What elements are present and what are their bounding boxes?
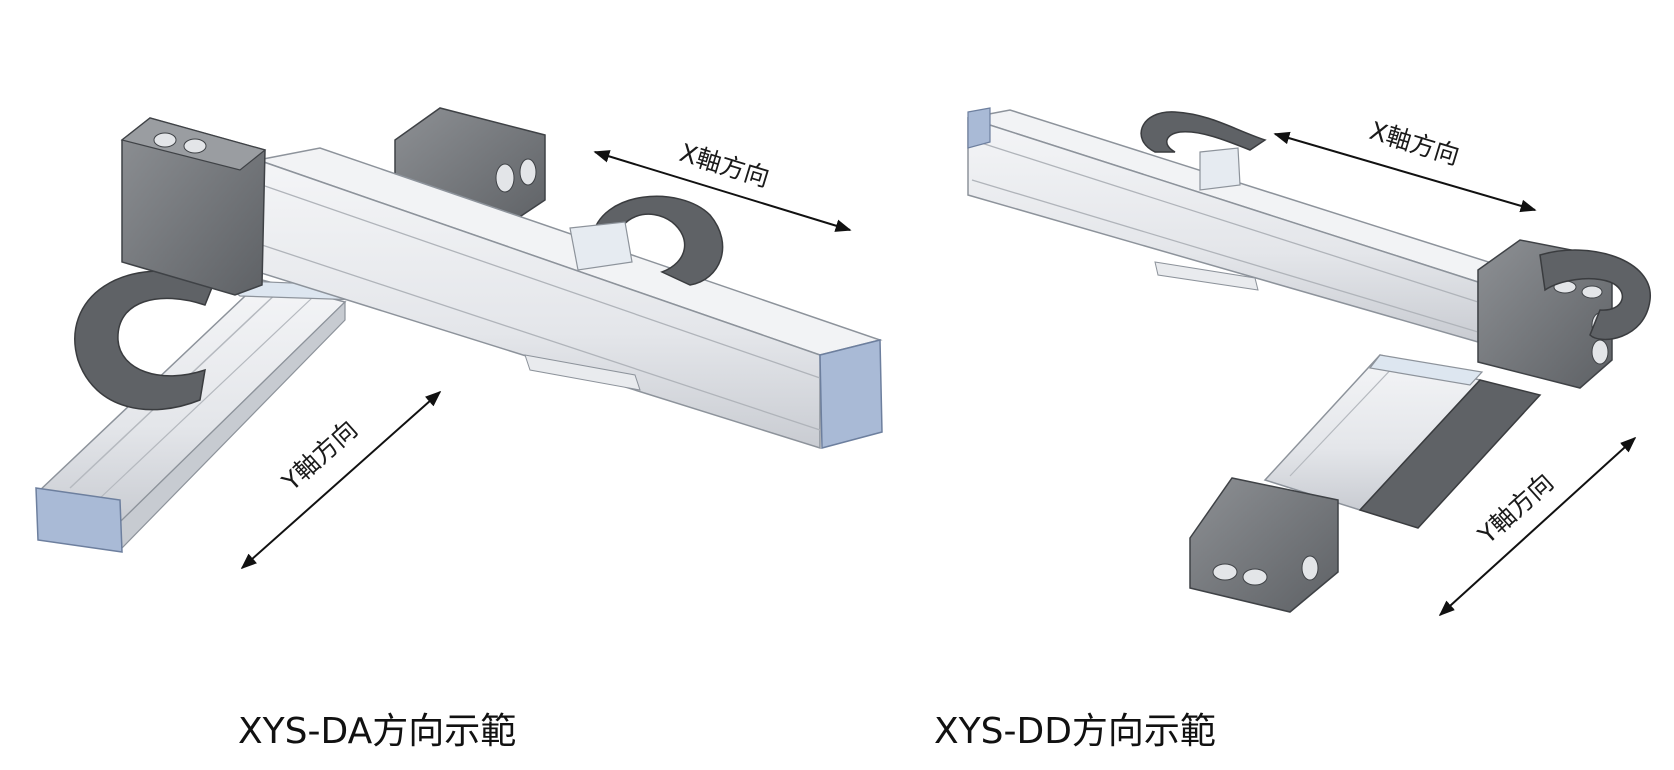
da-x-end-cap bbox=[819, 339, 883, 449]
dd-x-axis-label: X軸方向 bbox=[1366, 116, 1463, 171]
dd-x-bottom-carriage bbox=[1154, 261, 1259, 291]
da-x-carriage bbox=[569, 221, 633, 271]
da-y-direction-arrow bbox=[240, 390, 442, 570]
xys-da-assembly: X軸方向 Y軸方向 bbox=[35, 107, 883, 570]
da-x-axis-rail bbox=[255, 147, 883, 450]
da-x-bottom-carriage bbox=[524, 354, 641, 391]
dd-y-rear-cable-chain bbox=[1539, 249, 1651, 341]
da-y-end-cap bbox=[35, 487, 123, 553]
dd-y-direction-arrow bbox=[1438, 436, 1637, 617]
da-x-direction-arrow bbox=[593, 150, 852, 232]
da-y-cable-chain bbox=[74, 270, 216, 411]
dd-y-axis-label: Y軸方向 bbox=[1472, 467, 1559, 550]
xys-dd-assembly: X軸方向 Y軸方向 bbox=[967, 107, 1651, 617]
dd-x-axis-rail bbox=[967, 109, 1523, 343]
caption-xys-da: XYS-DA方向示範 bbox=[238, 711, 517, 752]
dd-x-end-cap bbox=[967, 107, 991, 149]
da-x-motor bbox=[120, 117, 267, 296]
dd-y-motor bbox=[1189, 477, 1339, 613]
da-x-axis-label: X軸方向 bbox=[676, 138, 773, 193]
caption-xys-dd: XYS-DD方向示範 bbox=[934, 711, 1216, 752]
dd-x-direction-arrow bbox=[1273, 131, 1537, 213]
dd-x-cable-chain bbox=[1140, 111, 1267, 153]
dd-y-carriage bbox=[1368, 354, 1484, 386]
dd-x-carriage bbox=[1199, 147, 1241, 191]
da-y-axis-label: Y軸方向 bbox=[276, 414, 363, 497]
